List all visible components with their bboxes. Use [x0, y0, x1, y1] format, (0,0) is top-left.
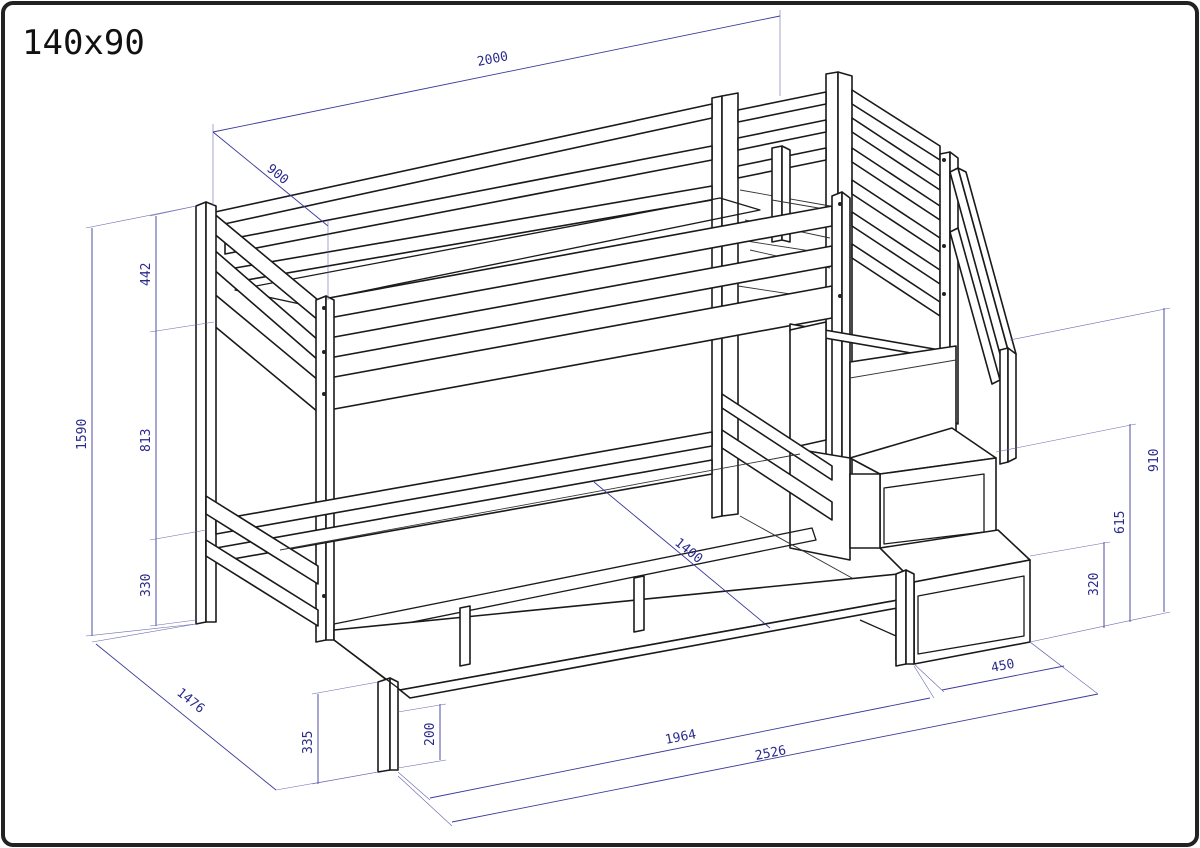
dim-total-length: 2526 — [754, 743, 788, 764]
dim-leg-height: 335 — [301, 731, 316, 754]
right-guard-rails — [851, 89, 959, 425]
dim-lower-height: 330 — [139, 574, 154, 597]
lower-bunk — [205, 393, 915, 773]
front-top-rails — [317, 205, 833, 413]
dim-width-top: 900 — [263, 161, 291, 187]
dim-step-2: 615 — [1113, 511, 1128, 534]
dim-inner-length: 1964 — [664, 727, 698, 748]
dim-inner-width: 1400 — [671, 535, 705, 566]
drawing-title: 140x90 — [22, 23, 145, 63]
dimension-lines — [85, 10, 1171, 827]
stair-handrail — [949, 167, 1017, 465]
front-right-post — [831, 191, 851, 537]
dim-mid-height: 813 — [139, 429, 154, 452]
front-center-post — [315, 295, 335, 643]
dim-step-depth: 450 — [990, 657, 1016, 676]
dim-height-total: 1590 — [75, 419, 90, 450]
dim-step-1: 320 — [1087, 573, 1102, 596]
dim-stairs-height: 910 — [1147, 449, 1162, 472]
dim-depth-bottom: 1476 — [173, 685, 207, 716]
dim-length-top: 2000 — [476, 49, 510, 70]
dim-rail-height: 200 — [423, 723, 438, 746]
dim-upper-rail: 442 — [139, 263, 154, 286]
